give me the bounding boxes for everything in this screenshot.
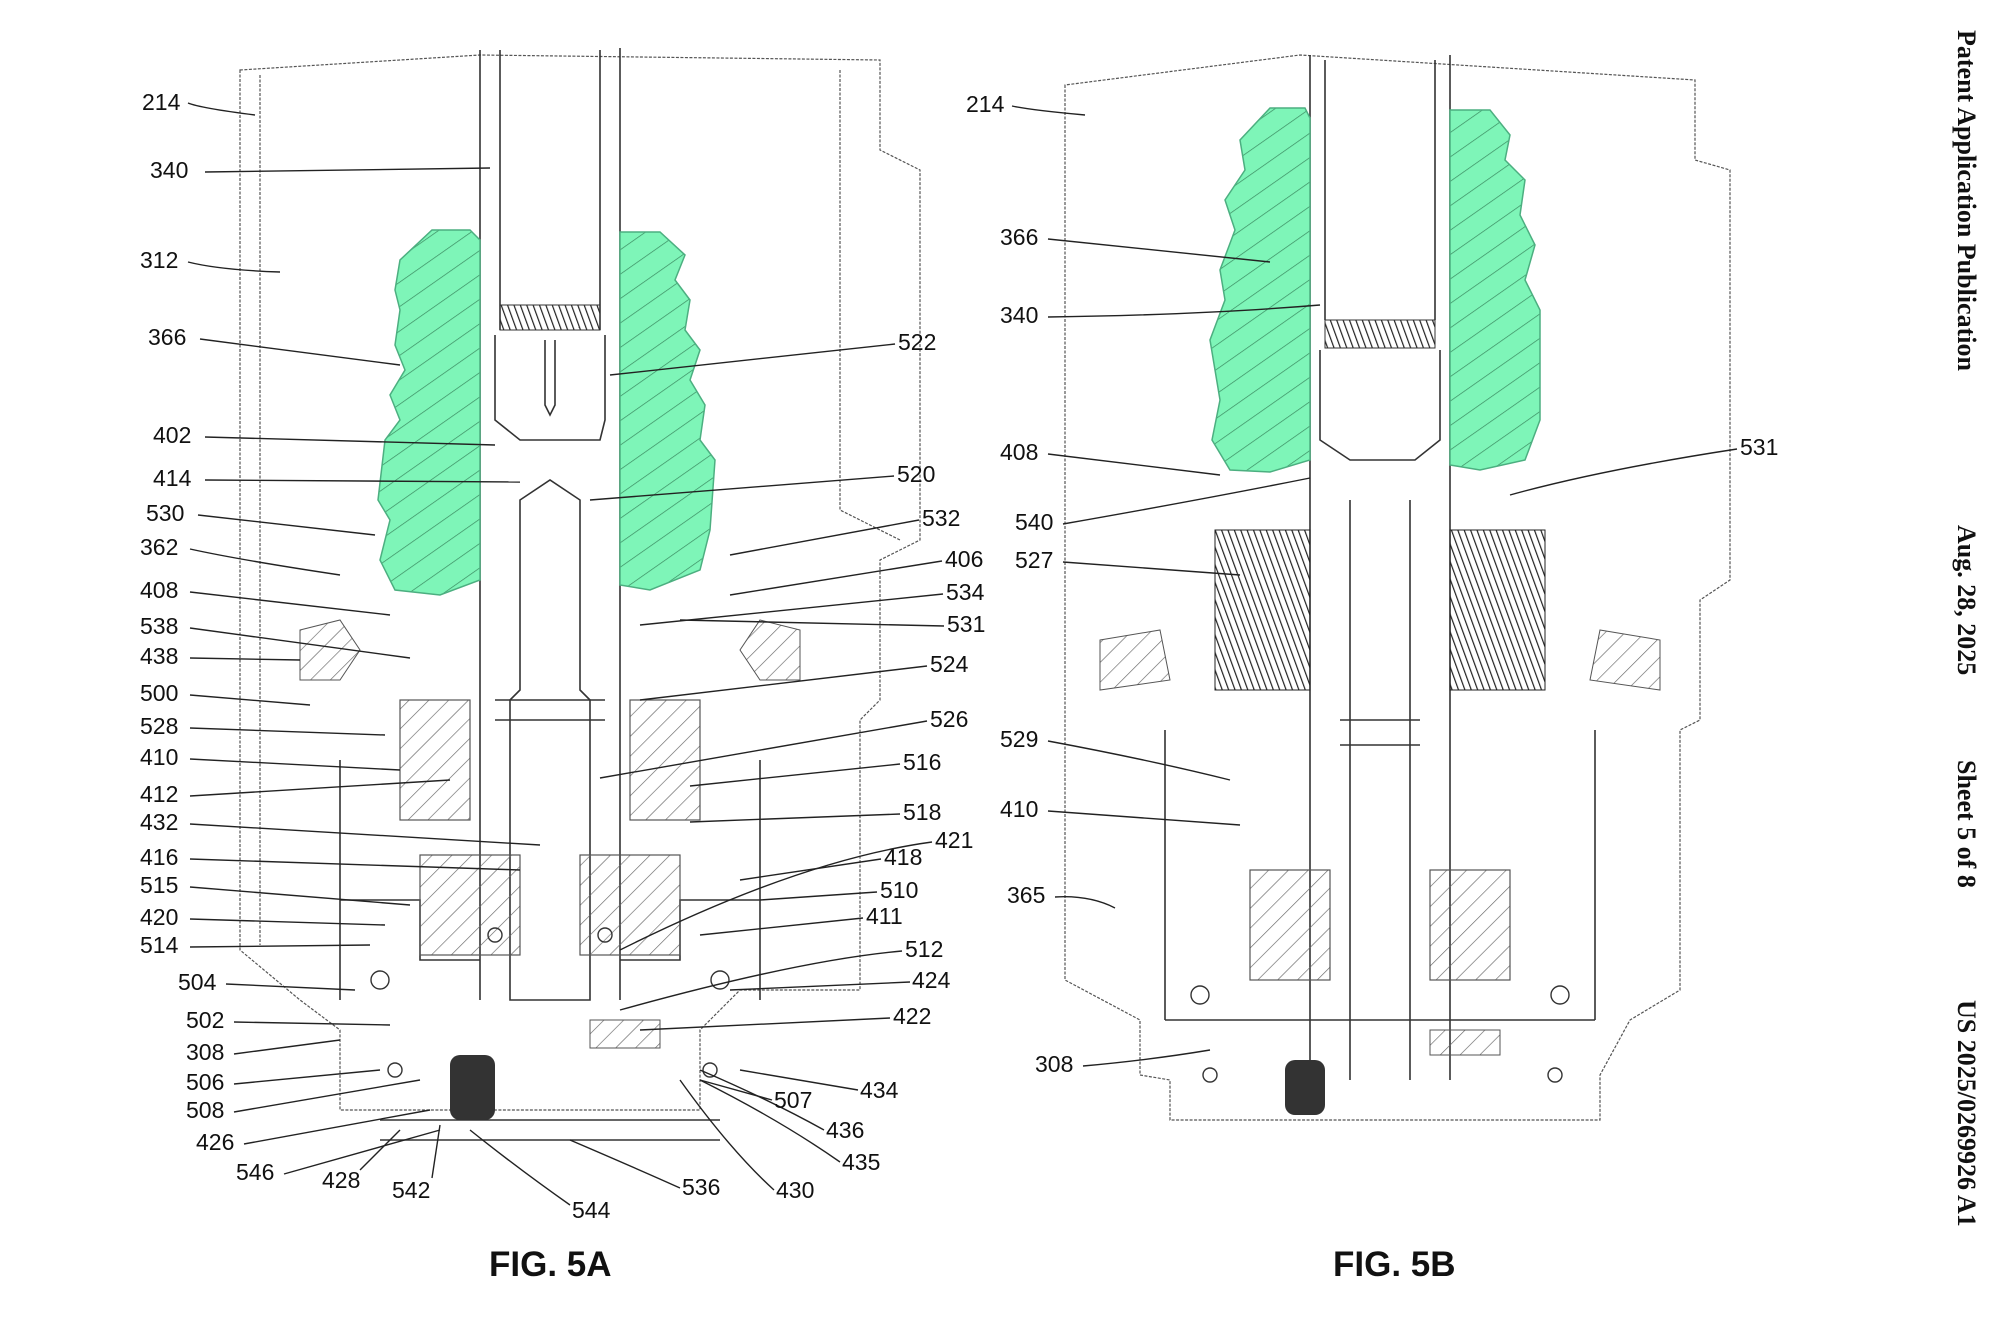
label-408-5a: 408 — [140, 577, 178, 603]
patent-header: Patent Application Publication Aug. 28, … — [1952, 30, 1981, 1227]
label-532-5a: 532 — [922, 505, 960, 531]
labels-5b: 214 366 340 408 540 527 529 410 365 308 … — [966, 91, 1778, 1077]
label-312-5a: 312 — [140, 247, 178, 273]
label-531-5a: 531 — [947, 611, 985, 637]
label-410-5a: 410 — [140, 744, 178, 770]
label-308-5b: 308 — [1035, 1051, 1073, 1077]
label-406-5a: 406 — [945, 546, 983, 572]
label-536-5a: 536 — [682, 1174, 720, 1200]
header-date: Aug. 28, 2025 — [1952, 525, 1981, 675]
label-522-5a: 522 — [898, 329, 936, 355]
label-432-5a: 432 — [140, 809, 178, 835]
housing-5b — [1064, 54, 1731, 1121]
label-308-5a: 308 — [186, 1039, 224, 1065]
label-538-5a: 538 — [140, 613, 178, 639]
valve-body-5b — [1340, 500, 1420, 1080]
housing-5a — [239, 54, 921, 1111]
label-418-5a: 418 — [884, 844, 922, 870]
label-366-5a: 366 — [148, 324, 186, 350]
label-362-5a: 362 — [140, 534, 178, 560]
label-430-5a: 430 — [776, 1177, 814, 1203]
label-414-5a: 414 — [153, 465, 192, 491]
labels-5a-right: 422 424 512 411 510 418 421 518 516 526 … — [589, 329, 985, 1031]
caption-fig-5b: FIG. 5B — [1333, 1245, 1456, 1284]
label-526-5a: 526 — [930, 706, 968, 732]
label-542-5a: 542 — [392, 1177, 430, 1203]
label-434-5a: 434 — [860, 1077, 899, 1103]
label-365-5b: 365 — [1007, 882, 1045, 908]
label-528-5a: 528 — [140, 713, 178, 739]
label-366-5b: 366 — [1000, 224, 1038, 250]
label-340-5b: 340 — [1000, 302, 1038, 328]
label-508-5a: 508 — [186, 1097, 224, 1123]
label-421-5a: 421 — [935, 827, 973, 853]
label-422-5a: 422 — [893, 1003, 931, 1029]
label-510-5a: 510 — [880, 877, 918, 903]
label-516-5a: 516 — [903, 749, 941, 775]
label-416-5a: 416 — [140, 844, 178, 870]
label-408-5b: 408 — [1000, 439, 1038, 465]
label-506-5a: 506 — [186, 1069, 224, 1095]
label-534-5a: 534 — [946, 579, 985, 605]
label-530-5a: 530 — [146, 500, 184, 526]
header-sheet: Sheet 5 of 8 — [1952, 760, 1981, 888]
label-507-5a: 507 — [774, 1087, 812, 1113]
labels-5a: 214 340 312 366 402 414 530 362 408 538 … — [140, 89, 899, 1223]
label-412-5a: 412 — [140, 781, 178, 807]
label-411-5a: 411 — [866, 903, 903, 929]
label-512-5a: 512 — [905, 936, 943, 962]
label-504-5a: 504 — [178, 969, 217, 995]
label-502-5a: 502 — [186, 1007, 224, 1033]
figure-5a-drawing — [239, 48, 921, 1141]
label-340-5a: 340 — [150, 157, 188, 183]
label-500-5a: 500 — [140, 680, 178, 706]
label-420-5a: 420 — [140, 904, 178, 930]
label-527-5b: 527 — [1015, 547, 1053, 573]
label-410-5b: 410 — [1000, 796, 1038, 822]
figure-5b-drawing — [1064, 54, 1731, 1121]
label-524-5a: 524 — [930, 651, 969, 677]
label-214-5a: 214 — [142, 89, 181, 115]
caption-fig-5a: FIG. 5A — [489, 1245, 612, 1284]
label-514-5a: 514 — [140, 932, 179, 958]
label-435-5a: 435 — [842, 1149, 880, 1175]
label-426-5a: 426 — [196, 1129, 234, 1155]
central-tube-5b — [1309, 55, 1451, 1080]
label-546-5a: 546 — [236, 1159, 274, 1185]
label-428-5a: 428 — [322, 1167, 360, 1193]
valve-body-5a — [509, 479, 591, 1001]
label-531-5b: 531 — [1740, 434, 1778, 460]
label-520-5a: 520 — [897, 461, 935, 487]
label-518-5a: 518 — [903, 799, 941, 825]
label-540-5b: 540 — [1015, 509, 1053, 535]
label-214-5b: 214 — [966, 91, 1005, 117]
label-438-5a: 438 — [140, 643, 178, 669]
label-515-5a: 515 — [140, 872, 178, 898]
label-544-5a: 544 — [572, 1197, 611, 1223]
label-424-5a: 424 — [912, 967, 951, 993]
label-402-5a: 402 — [153, 422, 191, 448]
header-publication: Patent Application Publication — [1952, 30, 1981, 371]
label-529-5b: 529 — [1000, 726, 1038, 752]
header-number: US 2025/0269926 A1 — [1952, 1000, 1981, 1227]
label-436-5a: 436 — [826, 1117, 864, 1143]
